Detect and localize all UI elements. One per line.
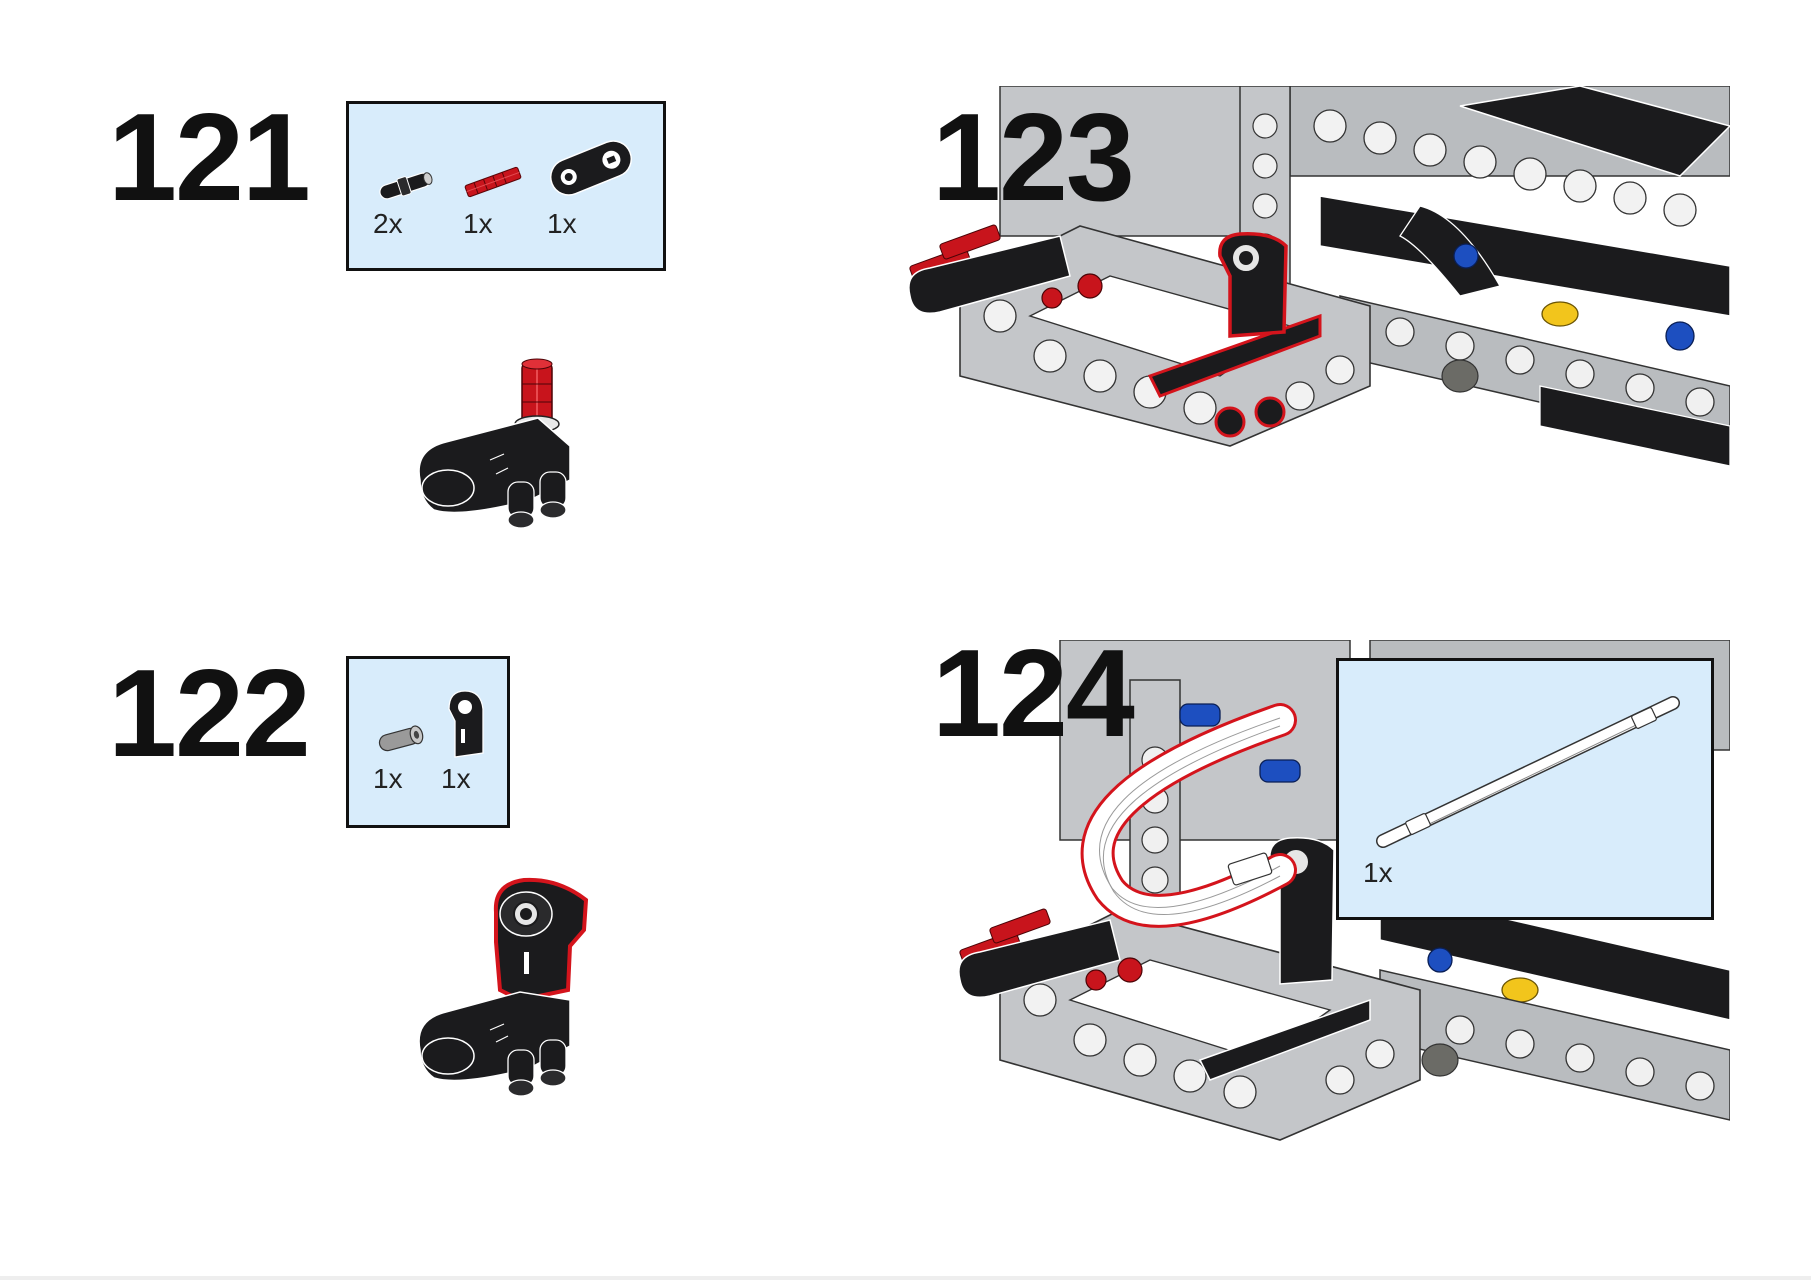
- gray-bush-pin-icon: [378, 725, 424, 752]
- parts-box: 1x: [1336, 658, 1714, 920]
- part-count: 1x: [547, 208, 577, 239]
- gray-frame-assembly-with-highlighted-connector: [908, 86, 1730, 467]
- part-count: 2x: [373, 208, 403, 239]
- part-count: 1x: [1363, 857, 1393, 888]
- step-number: 123: [932, 89, 1135, 227]
- step-number: 121: [108, 89, 311, 227]
- step-121: 121 2x 1x: [0, 0, 860, 580]
- red-axle-icon: [464, 166, 522, 198]
- black-angled-connector-assembly: [418, 877, 589, 1097]
- parts-box: 1x 1x: [346, 656, 510, 828]
- step-number: 122: [108, 645, 311, 783]
- step-123: 123: [900, 0, 1800, 560]
- step-number: 124: [932, 625, 1135, 763]
- white-flex-axle-icon: [1376, 696, 1680, 848]
- part-count: 1x: [441, 763, 471, 794]
- part-count: 1x: [373, 763, 403, 794]
- black-axle-pin-connector-icon: [448, 690, 484, 758]
- black-angled-connector-with-red-axle: [418, 358, 571, 529]
- step-124: 124 1x: [900, 560, 1800, 1200]
- page-bottom-rule: [0, 1276, 1811, 1280]
- part-count: 1x: [463, 208, 493, 239]
- black-connector-pin-icon: [379, 172, 433, 200]
- parts-box: 2x 1x 1x: [346, 101, 666, 271]
- step-122: 122 1x 1x: [0, 580, 860, 1140]
- black-liftarm-connector-icon: [549, 140, 633, 196]
